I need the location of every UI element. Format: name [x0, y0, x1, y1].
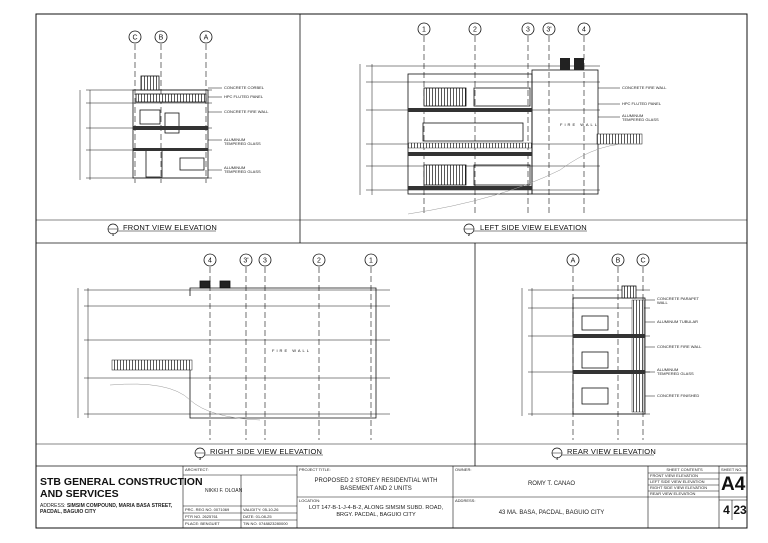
owner-name: ROMY T. CANAO: [527, 481, 576, 487]
address-label: ADDRESS:: [40, 503, 66, 509]
view-number: 4: [556, 456, 559, 461]
grid-label: C: [640, 258, 645, 265]
view-title-rear: REAR VIEW ELEVATION: [567, 447, 656, 456]
location-line2: BRGY. PACDAL, BAGUIO CITY: [336, 512, 416, 518]
sheet-content-item: LEFT SIDE VIEW ELEVATION: [650, 479, 705, 484]
grid-bubble-1: [364, 253, 378, 267]
grid-label: A: [571, 258, 576, 265]
grid-label: B: [616, 258, 621, 265]
company-address: ADDRESS: SIMSIM COMPOUND, MARIA BASA STR…: [40, 503, 172, 515]
callout-aluminum-tubular: ALUMINUM TUBULAR: [657, 319, 699, 324]
title-block-grid: [182, 466, 747, 528]
company-name-line2: AND SERVICES: [40, 488, 119, 500]
grid-label: 4: [208, 258, 212, 265]
callout-aluminum-tempered-glass: ALUMINUM TEMPERED GLASS: [622, 113, 659, 122]
company-name: STB GENERAL CONSTRUCTION AND SERVICES: [40, 476, 203, 500]
owner-label: OWNER:: [455, 467, 472, 472]
location-label: LOCATION:: [299, 498, 321, 503]
grid-label: 3: [263, 258, 267, 265]
sheet-content-item: FRONT VIEW ELEVATION: [650, 473, 699, 478]
company-name-line1: STB GENERAL CONSTRUCTION: [40, 476, 203, 488]
architect-label: ARCHITECT:: [185, 467, 209, 472]
location-line1: LOT 147-B-1-J-4-B-2, ALONG SIMSIM SUBD. …: [308, 505, 444, 511]
grid-label: B: [159, 35, 164, 42]
project-title-line2: BASEMENT AND 2 UNITS: [340, 486, 412, 492]
callout-concrete-finished: CONCRETE FINISHED: [657, 393, 700, 398]
grid-label: C: [132, 35, 137, 42]
project-title-label: PROJECT TITLE:: [299, 467, 331, 472]
left-side-view-elevation: 1 2 3 3' 4: [359, 22, 643, 237]
grid-bubble-b: [154, 30, 168, 44]
sheet-content-item: REAR VIEW ELEVATION: [650, 491, 696, 496]
sheet-content-item: RIGHT SIDE VIEW ELEVATION: [650, 485, 708, 490]
right-side-view-elevation: 4 3' 3 2 1 FIRE WALL 3: [77, 253, 390, 461]
date: DATE: 01-08-25: [243, 514, 272, 519]
prc-reg-no: PRC. REG NO. 0071069: [185, 507, 230, 512]
place: PLACE: BENGUET: [185, 521, 220, 526]
callout-concrete-fire-wall: CONCRETE FIRE WALL: [657, 344, 702, 349]
grid-label: A: [204, 35, 209, 42]
callout-concrete-parapet-wall: CONCRETE PARAPET WALL: [657, 296, 699, 305]
grid-label: 3': [546, 27, 551, 34]
fire-wall-text: FIRE WALL: [272, 348, 311, 353]
rear-view-elevation: A B C: [521, 253, 655, 461]
grid-bubble-c: [128, 30, 142, 44]
grid-label: 2: [473, 27, 477, 34]
sheet-code: A4: [721, 474, 746, 495]
grid-bubble-3-prime: [239, 253, 253, 267]
owner-address: 43 MA. BASA, PACDAL, BAGUIO CITY: [498, 510, 605, 516]
grid-bubble-4: [577, 22, 591, 36]
grid-bubble-2: [468, 22, 482, 36]
project-title-line1: PROPOSED 2 STOREY RESIDENTIAL WITH: [314, 478, 438, 484]
view-title-right: RIGHT SIDE VIEW ELEVATION: [210, 447, 323, 456]
grid-bubble-a: [199, 30, 213, 44]
architect-name: NIKKI F. OLOAN: [205, 488, 243, 494]
front-view-elevation: C B A: [79, 30, 222, 237]
sheet-no-label: SHEET NO.: [721, 466, 743, 472]
sheet-contents-label: SHEET CONTENTS: [666, 466, 703, 472]
address-line1: SIMSIM COMPOUND, MARIA BASA STREET,: [66, 503, 173, 509]
grid-bubble-1: [417, 22, 431, 36]
fire-wall-text: FIRE WALL: [560, 122, 599, 127]
grid-label: 1: [422, 27, 426, 34]
sheet-total: 23: [733, 503, 747, 517]
callout-concrete-corbel: CONCRETE CORBEL: [224, 85, 265, 90]
owner-address-label: ADDRESS:: [455, 498, 476, 503]
callout-hpc-fluted-panel: HPC FLUTED PANEL: [622, 101, 662, 106]
view-title-front: FRONT VIEW ELEVATION: [123, 223, 218, 232]
tin-no: TIN NO. 0748823280000: [243, 521, 288, 526]
ptr-no: PTR NO. 2625761: [185, 514, 218, 519]
grid-bubble-3-prime: [542, 22, 556, 36]
callout-hpc-fluted-panel: HPC FLUTED PANEL: [224, 94, 264, 99]
grid-bubble-c: [636, 253, 650, 267]
grid-label: 3: [526, 27, 530, 34]
project-title: PROPOSED 2 STOREY RESIDENTIAL WITH BASEM…: [299, 477, 453, 493]
callout-concrete-fire-wall: CONCRETE FIRE WALL: [224, 109, 269, 114]
view-number: 1: [112, 232, 115, 237]
address-line2: PACDAL, BAGUIO CITY: [40, 509, 97, 515]
grid-label: 2: [317, 258, 321, 265]
view-number: 3: [199, 456, 202, 461]
grid-bubble-a: [566, 253, 580, 267]
grid-bubble-3: [521, 22, 535, 36]
callout-concrete-fire-wall: CONCRETE FIRE WALL: [622, 85, 667, 90]
grid-bubble-2: [312, 253, 326, 267]
callout-aluminum-tempered-glass: ALUMINUM TEMPERED GLASS: [657, 367, 694, 376]
view-number: 2: [468, 232, 471, 237]
callout-aluminum-tempered-glass: ALUMINUM TEMPERED GLASS: [224, 165, 261, 174]
location: LOT 147-B-1-J-4-B-2, ALONG SIMSIM SUBD. …: [299, 505, 453, 519]
grid-label: 1: [369, 258, 373, 265]
grid-bubble-b: [611, 253, 625, 267]
validity: VALIDITY: 05-10-26: [243, 507, 279, 512]
grid-label: 4: [582, 27, 586, 34]
sheet-index: 4: [723, 503, 730, 517]
view-title-left: LEFT SIDE VIEW ELEVATION: [480, 223, 587, 232]
grid-label: 3': [243, 258, 248, 265]
grid-bubble-4: [203, 253, 217, 267]
grid-bubble-3: [258, 253, 272, 267]
callout-aluminum-tempered-glass: ALUMINUM TEMPERED GLASS: [224, 137, 261, 146]
sheet-border: [35, 13, 748, 529]
